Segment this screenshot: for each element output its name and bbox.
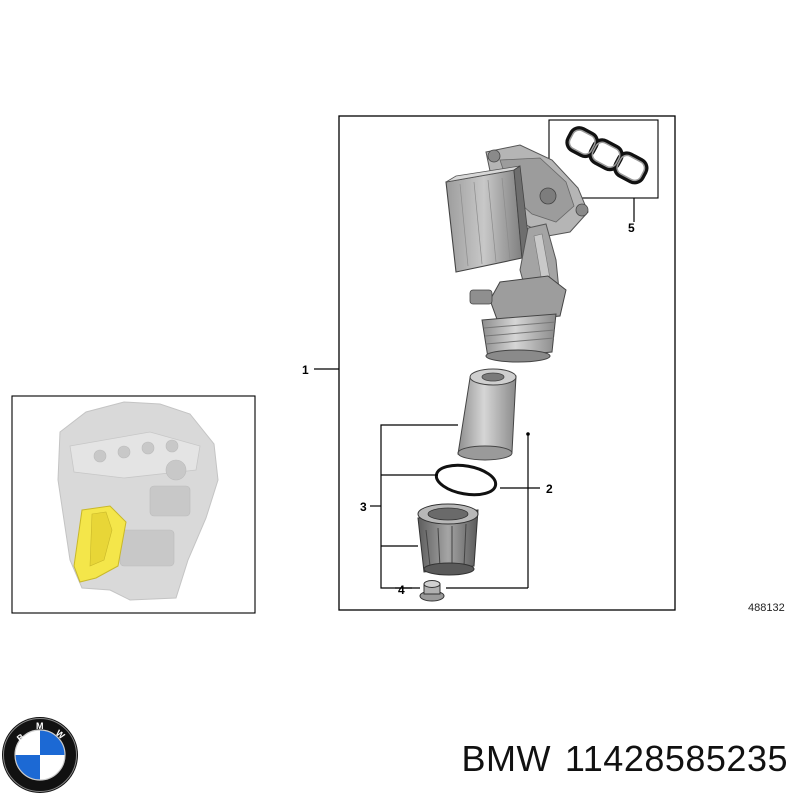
gasket-seal [565, 126, 649, 185]
callout-1: 1 [302, 363, 309, 377]
drain-plug [419, 580, 445, 602]
leader-dot [526, 432, 530, 436]
part-caption: BMW 11428585235 [461, 738, 788, 780]
callout-5: 5 [628, 221, 635, 235]
o-ring [434, 463, 498, 497]
oil-filter-housing [445, 144, 589, 363]
svg-text:B: B [15, 731, 27, 743]
bmw-roundel-icon: B M W [2, 717, 78, 793]
callout-3: 3 [360, 500, 367, 514]
brand-name: BMW [461, 738, 551, 779]
part-number: 11428585235 [564, 738, 788, 779]
engine-location-inset [11, 395, 256, 614]
engine-block-illustration [57, 401, 219, 601]
callout-2: 2 [546, 482, 553, 496]
filter-cap [417, 503, 479, 576]
filter-cartridge [457, 368, 517, 461]
svg-text:M: M [36, 721, 44, 731]
callout-4: 4 [398, 583, 405, 597]
main-diagram-frame [338, 115, 676, 611]
diagram-reference-number: 488132 [748, 602, 785, 614]
leader-lines [314, 198, 635, 589]
